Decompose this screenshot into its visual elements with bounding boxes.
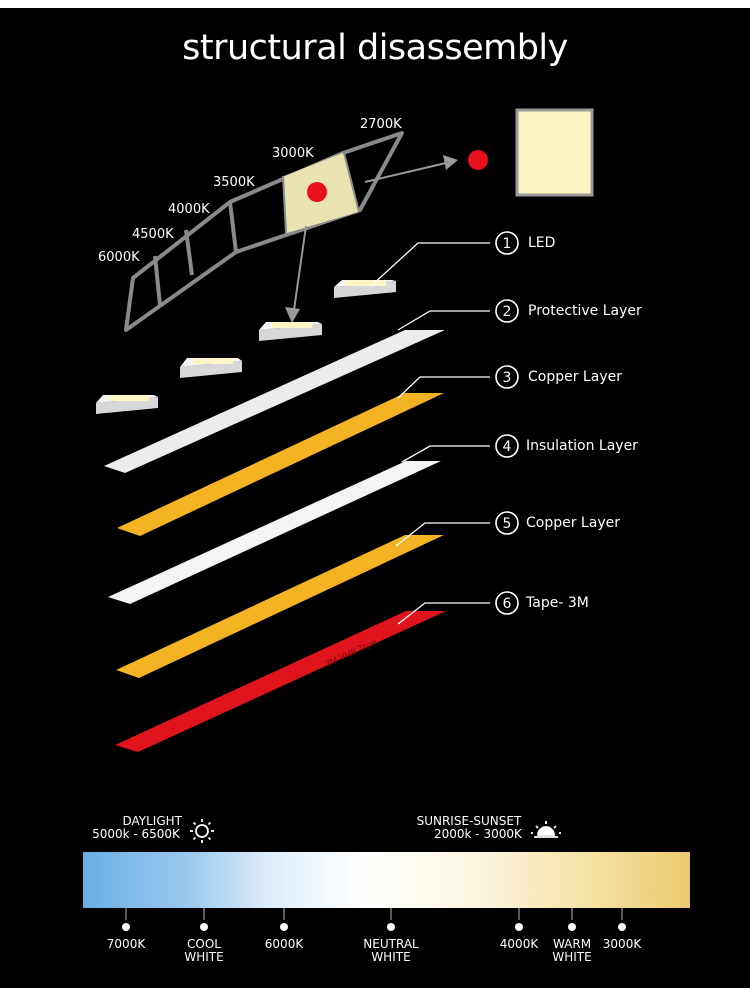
scale-label-warm-white: WARM WHITE xyxy=(552,938,591,964)
scale-label-line: WHITE xyxy=(184,950,224,964)
page-title: structural disassembly xyxy=(182,28,568,68)
arrow-right-icon xyxy=(443,155,458,170)
badge-2 xyxy=(495,299,519,323)
badge-num-1: 1 xyxy=(503,236,512,252)
led-chip xyxy=(180,358,242,378)
scale-label-line: NEUTRAL xyxy=(363,937,419,951)
insulation-layer-strip xyxy=(108,461,441,604)
scale-label-line: WHITE xyxy=(371,950,411,964)
scale-label-line: 7000K xyxy=(106,937,146,951)
scale-label-line: 3000K xyxy=(602,937,642,951)
protective-layer-strip xyxy=(104,330,445,473)
scale-dot xyxy=(387,923,395,931)
badge-num-6: 6 xyxy=(503,596,512,612)
scale-label-cool-white: COOL WHITE xyxy=(184,938,223,964)
sunrise-icon xyxy=(531,821,561,838)
scale-label-line: WHITE xyxy=(552,950,592,964)
red-dot-icon xyxy=(468,150,488,170)
badge-num-5: 5 xyxy=(503,516,512,532)
sunrise-title: SUNRISE-SUNSET xyxy=(416,814,522,828)
led-chip xyxy=(334,280,396,298)
badge-4 xyxy=(495,434,519,458)
scale-label-line: WARM xyxy=(552,937,592,951)
daylight-range: 5000k - 6500K xyxy=(92,827,180,841)
arrow-down-icon xyxy=(285,307,300,323)
layer-label-copper-2: Copper Layer xyxy=(526,515,620,531)
copper-layer-strip-2 xyxy=(116,535,444,678)
scale-label-neutral-white: NEUTRAL WHITE xyxy=(363,938,418,964)
led-chip xyxy=(259,322,322,341)
kelvin-label-2700: 2700K xyxy=(360,117,402,132)
led-chip xyxy=(96,395,158,414)
sunrise-header: SUNRISE-SUNSET 2000k - 3000K xyxy=(416,815,522,841)
scale-dot xyxy=(618,923,626,931)
scale-label-7000k: 7000K xyxy=(107,938,145,951)
daylight-title: DAYLIGHT xyxy=(122,814,182,828)
scale-dot xyxy=(568,923,576,931)
sunrise-range: 2000k - 3000K xyxy=(434,827,522,841)
scale-dot xyxy=(515,923,523,931)
scale-dot xyxy=(280,923,288,931)
scale-label-line: COOL xyxy=(187,937,221,951)
layer-label-led: LED xyxy=(528,235,556,251)
tape-layer-strip xyxy=(115,611,446,752)
badge-num-2: 2 xyxy=(503,304,512,320)
warm-light-swatch xyxy=(515,108,594,197)
top-border xyxy=(0,0,750,8)
layer-label-copper-1: Copper Layer xyxy=(528,369,622,385)
badge-num-3: 3 xyxy=(503,370,512,386)
daylight-header: DAYLIGHT 5000k - 6500K xyxy=(90,815,182,841)
layer-number-badges xyxy=(495,231,519,615)
badge-3 xyxy=(495,365,519,389)
scale-label-line: 4000K xyxy=(499,937,539,951)
leader-lines xyxy=(370,242,490,625)
badge-1 xyxy=(495,231,519,255)
scale-label-3000k: 3000K xyxy=(603,938,641,951)
kelvin-label-6000: 6000K xyxy=(98,250,140,265)
kelvin-label-4500: 4500K xyxy=(132,227,174,242)
kelvin-label-4000: 4000K xyxy=(168,202,210,217)
kelvin-label-3000: 3000K xyxy=(272,146,314,161)
layer-label-protective: Protective Layer xyxy=(528,303,642,319)
kelvin-label-3500: 3500K xyxy=(213,175,255,190)
badge-6 xyxy=(495,591,519,615)
scale-label-line: 6000K xyxy=(264,937,304,951)
badge-5 xyxy=(495,511,519,535)
color-temperature-scale-bar xyxy=(83,852,690,908)
scale-dot xyxy=(200,923,208,931)
copper-layer-strip-1 xyxy=(117,393,444,536)
scale-label-6000k: 6000K xyxy=(265,938,303,951)
led-dot-indicator xyxy=(307,182,327,202)
layer-label-insulation: Insulation Layer xyxy=(526,438,638,454)
layer-label-tape: Tape- 3M xyxy=(526,595,589,611)
badge-num-4: 4 xyxy=(503,439,512,455)
scale-label-4000k: 4000K xyxy=(500,938,538,951)
scale-dot xyxy=(122,923,130,931)
sun-icon xyxy=(190,819,214,843)
